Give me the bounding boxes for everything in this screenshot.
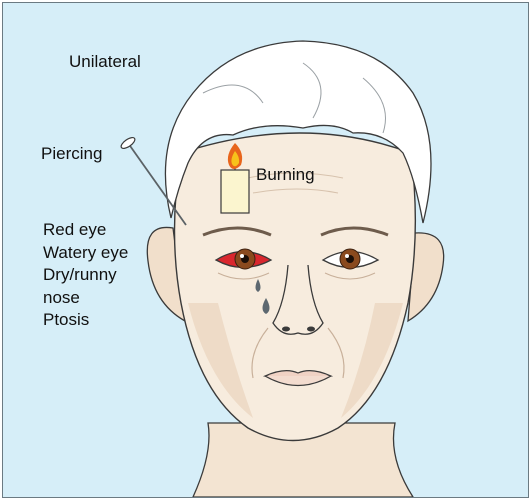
label-piercing: Piercing xyxy=(41,143,102,165)
symptom-nose: nose xyxy=(43,287,128,310)
symptom-list: Red eye Watery eye Dry/runny nose Ptosis xyxy=(43,219,128,332)
candle-icon xyxy=(221,163,249,213)
symptom-watery-eye: Watery eye xyxy=(43,242,128,265)
symptom-dry-runny: Dry/runny xyxy=(43,264,128,287)
label-burning: Burning xyxy=(256,164,315,186)
symptom-ptosis: Ptosis xyxy=(43,309,128,332)
symptom-red-eye: Red eye xyxy=(43,219,128,242)
label-unilateral: Unilateral xyxy=(69,51,141,73)
